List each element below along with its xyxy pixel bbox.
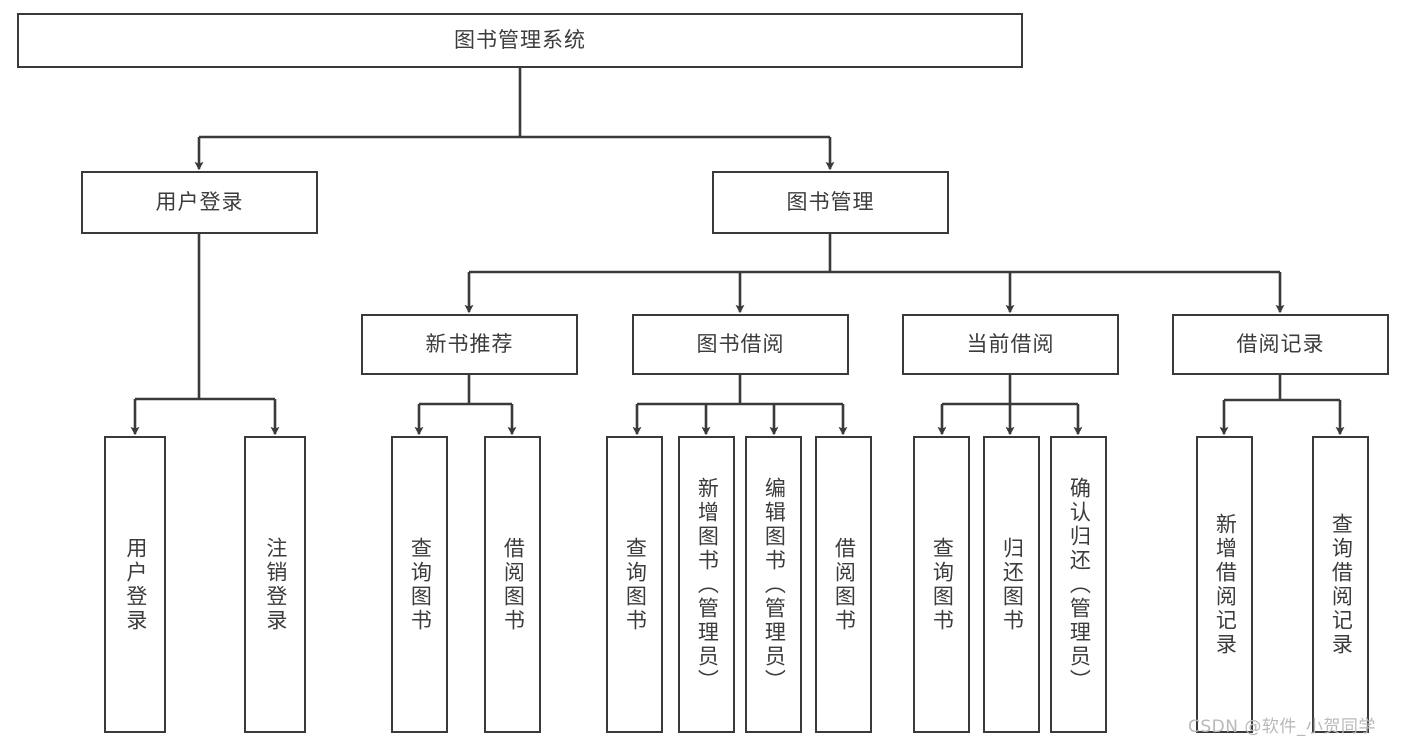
node-label: 新增图书（管理员） (695, 476, 720, 693)
node-leaf-edit-book-admin[interactable]: 编辑图书（管理员） (745, 436, 802, 733)
node-label: 注销登录 (263, 536, 288, 633)
node-leaf-query-book-3[interactable]: 查询图书 (913, 436, 970, 733)
node-new-book-recommend[interactable]: 新书推荐 (361, 314, 578, 375)
node-leaf-borrow-book-2[interactable]: 借阅图书 (815, 436, 872, 733)
node-label: 借阅图书 (832, 536, 857, 633)
node-label: 借阅图书 (501, 536, 526, 633)
node-leaf-query-book-2[interactable]: 查询图书 (606, 436, 663, 733)
node-current-borrow[interactable]: 当前借阅 (902, 314, 1119, 375)
node-label: 图书管理 (786, 189, 875, 214)
node-user-login[interactable]: 用户登录 (81, 171, 318, 234)
node-book-management[interactable]: 图书管理 (712, 171, 949, 234)
node-label: 查询图书 (408, 536, 433, 633)
node-label: 借阅记录 (1236, 331, 1325, 356)
node-label: 用户登录 (123, 536, 148, 633)
node-label: 用户登录 (155, 189, 244, 214)
watermark-text: CSDN @软件_小贺同学 (1188, 717, 1376, 737)
node-leaf-return-book[interactable]: 归还图书 (983, 436, 1040, 733)
node-book-borrow[interactable]: 图书借阅 (632, 314, 849, 375)
node-borrow-record[interactable]: 借阅记录 (1172, 314, 1389, 375)
node-leaf-logout[interactable]: 注销登录 (244, 436, 306, 733)
node-leaf-user-login[interactable]: 用户登录 (104, 436, 166, 733)
node-label: 归还图书 (1000, 536, 1025, 633)
node-leaf-confirm-return-admin[interactable]: 确认归还（管理员） (1050, 436, 1107, 733)
node-label: 图书管理系统 (454, 27, 586, 52)
node-label: 查询图书 (623, 536, 648, 633)
node-leaf-query-book-1[interactable]: 查询图书 (391, 436, 448, 733)
node-label: 确认归还（管理员） (1067, 476, 1092, 693)
node-leaf-query-borrow-record[interactable]: 查询借阅记录 (1312, 436, 1369, 733)
node-label: 当前借阅 (966, 331, 1055, 356)
node-label: 查询图书 (930, 536, 955, 633)
node-leaf-add-borrow-record[interactable]: 新增借阅记录 (1196, 436, 1253, 733)
node-label: 查询借阅记录 (1329, 512, 1354, 657)
node-leaf-borrow-book-1[interactable]: 借阅图书 (484, 436, 541, 733)
node-label: 图书借阅 (696, 331, 785, 356)
node-label: 编辑图书（管理员） (762, 476, 787, 693)
node-root-system[interactable]: 图书管理系统 (17, 13, 1023, 68)
node-label: 新书推荐 (425, 331, 514, 356)
node-label: 新增借阅记录 (1213, 512, 1238, 657)
node-leaf-add-book-admin[interactable]: 新增图书（管理员） (678, 436, 735, 733)
